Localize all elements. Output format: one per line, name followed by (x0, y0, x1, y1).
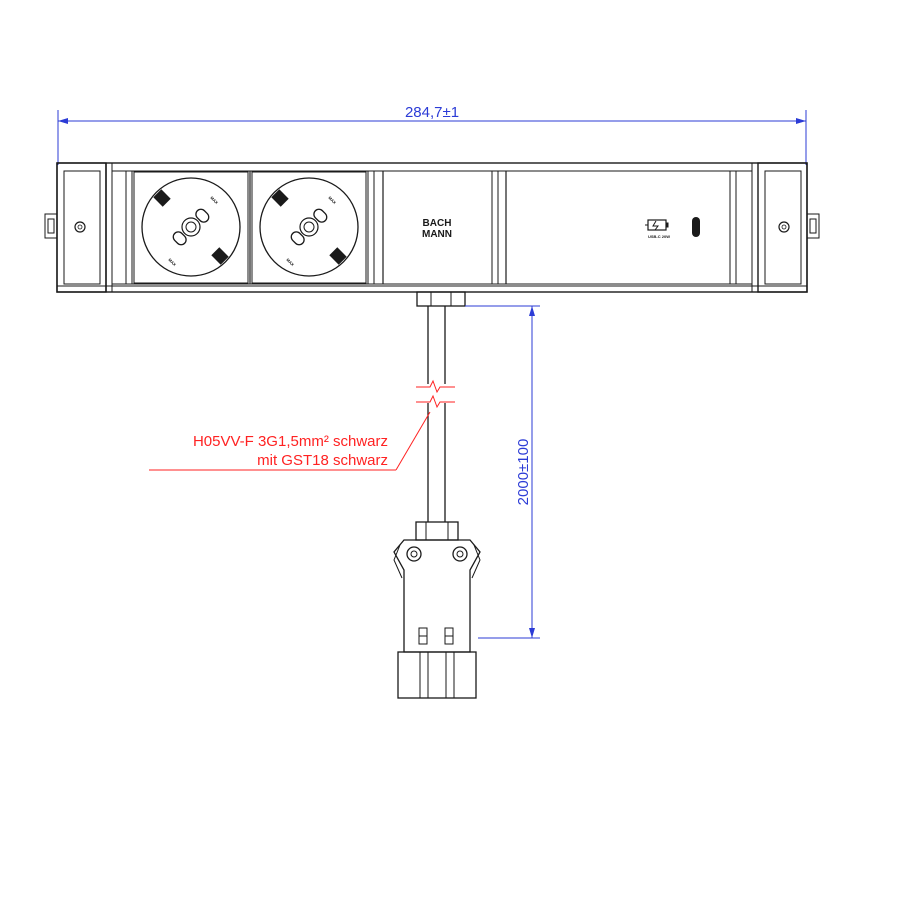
usb-c-port-icon (692, 217, 700, 237)
cable-note-leader (149, 411, 431, 471)
socket-1-max-bottom: MAX (167, 257, 177, 267)
brand-line-2: MANN (422, 229, 452, 240)
usb-c-module: USB-C 20W (645, 217, 700, 239)
cable-break-symbol (416, 379, 455, 409)
gst18-connector (393, 521, 481, 699)
usb-label: USB-C 20W (648, 234, 670, 239)
brand-line-1: BACH (423, 218, 452, 229)
right-screw-icon (778, 221, 790, 233)
cable (416, 291, 466, 522)
overall-length-label: 284,7±1 (405, 104, 459, 121)
cable-note-line-1: H05VV-F 3G1,5mm² schwarz (193, 433, 388, 450)
cable-note-line-2: mit GST18 schwarz (257, 452, 388, 469)
schuko-socket-2: MAX MAX (251, 171, 367, 284)
cable-length-dimension (465, 305, 540, 639)
socket-2-max-top: MAX (327, 195, 337, 205)
bachmann-logo-module: BACH MANN (422, 218, 452, 240)
schuko-socket-1: MAX MAX (133, 171, 249, 284)
right-screw-hole-icon (781, 224, 787, 230)
left-screw-hole-icon (77, 224, 83, 230)
socket-1-max-top: MAX (209, 195, 219, 205)
power-strip-housing (44, 162, 820, 293)
left-screw-icon (74, 221, 86, 233)
cable-length-label: 2000±100 (515, 439, 532, 506)
battery-charging-icon (645, 219, 669, 231)
module-separators (125, 170, 737, 285)
overall-length-dimension (57, 110, 807, 165)
socket-2-max-bottom: MAX (285, 257, 295, 267)
